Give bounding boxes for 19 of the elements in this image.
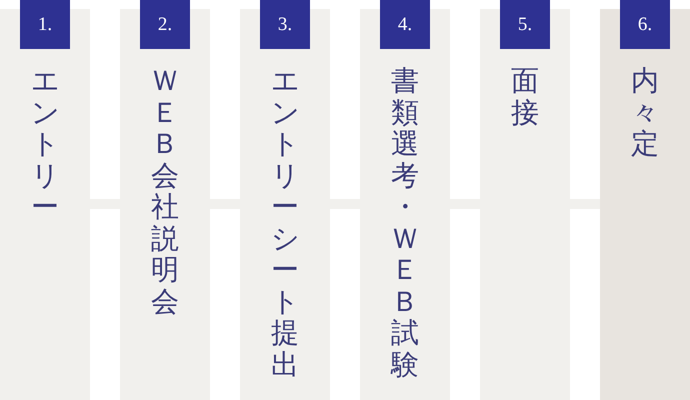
step-number: 2.	[140, 0, 190, 49]
step-number: 4.	[380, 0, 430, 49]
step-label: ＷＥＢ会社説明会	[151, 65, 179, 317]
step-column	[360, 0, 450, 400]
step-label: エントリー	[31, 65, 59, 222]
step-column	[480, 0, 570, 400]
step-number: 5.	[500, 0, 550, 49]
connector-band	[570, 199, 600, 209]
step-column	[600, 0, 690, 400]
step-label: エントリーシート提出	[271, 65, 299, 380]
step-label: 書類選考・ＷＥＢ試験	[391, 65, 419, 380]
step-label: 内々定	[631, 65, 659, 160]
step-column	[0, 0, 90, 400]
step-number: 1.	[20, 0, 70, 49]
step-number: 3.	[260, 0, 310, 49]
step-number: 6.	[620, 0, 670, 49]
step-column	[240, 0, 330, 400]
step-column	[120, 0, 210, 400]
step-label: 面接	[511, 65, 539, 128]
